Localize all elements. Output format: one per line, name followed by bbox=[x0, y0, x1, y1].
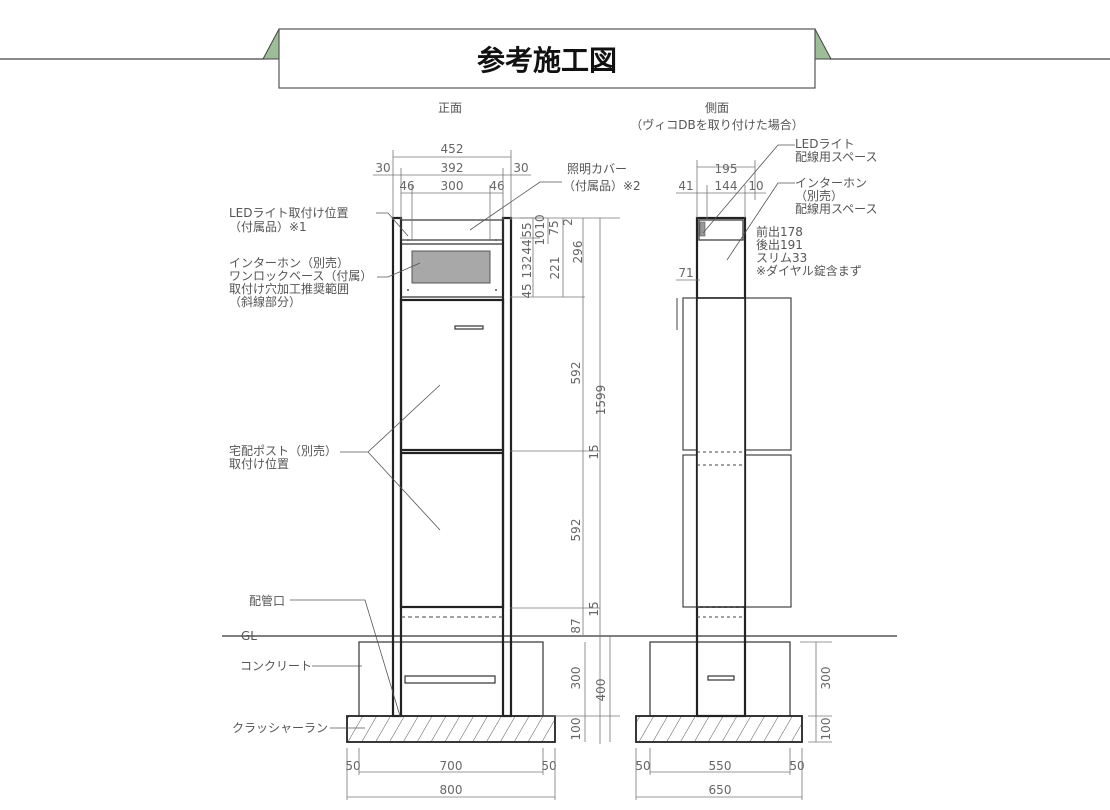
label-parcel-box-position: 取付け位置 bbox=[229, 456, 289, 471]
label-light-cover-note: （付属品）※2 bbox=[563, 179, 641, 193]
note-dial-lock: ※ダイヤル錠含まず bbox=[756, 263, 862, 278]
label-led-wiring-space: 配線用スペース bbox=[795, 149, 878, 164]
label-intercom-sold-separately: （別売） bbox=[795, 188, 843, 203]
dim-300: 300 bbox=[441, 179, 464, 193]
label-led-position-note: （付属品）※1 bbox=[229, 220, 307, 234]
side-dim-50-right: 50 bbox=[789, 759, 804, 773]
dim-30-left: 30 bbox=[375, 161, 390, 175]
dim-195: 195 bbox=[715, 162, 738, 176]
front-heading: 正面 bbox=[438, 101, 462, 115]
dim-300: 300 bbox=[569, 667, 583, 690]
dim-15-upper: 15 bbox=[587, 444, 601, 459]
dim-132: 132 bbox=[520, 256, 534, 279]
dim-296: 296 bbox=[571, 241, 585, 264]
left-post bbox=[391, 216, 403, 718]
side-crusher-run-base bbox=[635, 715, 803, 743]
dim-592-lower: 592 bbox=[569, 519, 583, 542]
dim-392: 392 bbox=[441, 161, 464, 175]
dim-221: 221 bbox=[548, 257, 562, 280]
dim-10: 10 bbox=[748, 179, 763, 193]
front-view bbox=[346, 216, 556, 743]
parcel-box-upper bbox=[399, 298, 505, 452]
front-labels: LEDライト取付け位置 （付属品）※1 照明カバー （付属品）※2 インターホン… bbox=[229, 162, 641, 735]
dim-100: 100 bbox=[569, 718, 583, 741]
parcel-box-lower bbox=[399, 451, 505, 609]
note-front-178: 前出178 bbox=[756, 224, 803, 239]
front-dims-bottom: 50 700 50 800 bbox=[345, 748, 557, 800]
dim-50-left: 50 bbox=[345, 759, 360, 773]
dim-15-lower: 15 bbox=[587, 601, 601, 616]
dim-45: 45 bbox=[520, 283, 534, 298]
dim-2: 2 bbox=[561, 218, 575, 226]
side-dims: 195 41 144 10 71 300 100 50 550 50 650 bbox=[635, 160, 833, 800]
side-heading: 側面 bbox=[705, 101, 729, 115]
note-rear-191: 後出191 bbox=[756, 238, 803, 252]
dim-592-upper: 592 bbox=[569, 362, 583, 385]
intercom-area bbox=[411, 250, 491, 284]
side-subheading: （ヴィコDBを取り付けた場合） bbox=[630, 117, 803, 132]
label-parcel-box: 宅配ポスト（別売） bbox=[229, 443, 337, 458]
dim-41: 41 bbox=[678, 179, 693, 193]
front-dims-top: 452 30 392 30 46 300 46 bbox=[373, 142, 531, 240]
concrete-block bbox=[358, 641, 544, 717]
label-pipe-inlet: 配管口 bbox=[249, 593, 285, 608]
side-dim-300: 300 bbox=[819, 667, 833, 690]
label-concrete: コンクリート bbox=[240, 659, 312, 673]
label-base: ワンロックベース（付属） bbox=[229, 269, 372, 283]
title-banner: 参考施工図 bbox=[0, 28, 1110, 89]
side-view bbox=[635, 216, 803, 743]
dim-71: 71 bbox=[678, 266, 693, 280]
banner-accent-right bbox=[814, 28, 832, 60]
label-led-wiring: LEDライト bbox=[795, 137, 855, 151]
banner-accent-left bbox=[262, 28, 280, 60]
label-hatched: （斜線部分） bbox=[229, 294, 301, 309]
side-pipe-inlet bbox=[707, 675, 735, 681]
label-crusher-run: クラッシャーラン bbox=[232, 721, 328, 735]
label-light-cover: 照明カバー bbox=[567, 162, 627, 176]
right-post bbox=[501, 216, 513, 718]
label-intercom: インターホン（別売） bbox=[229, 255, 349, 270]
dim-50-right: 50 bbox=[541, 759, 556, 773]
dim-400: 400 bbox=[594, 679, 608, 702]
dim-550: 550 bbox=[709, 759, 732, 773]
dim-700: 700 bbox=[440, 759, 463, 773]
side-dim-50-left: 50 bbox=[635, 759, 650, 773]
note-slim-33: スリム33 bbox=[756, 251, 807, 265]
dim-87: 87 bbox=[569, 618, 583, 633]
label-intercom-wiring-space: 配線用スペース bbox=[795, 201, 878, 216]
dim-144: 144 bbox=[715, 179, 738, 193]
front-dims-right: 2 10 10 55 44 75 132 221 296 45 592 1599… bbox=[510, 214, 620, 744]
label-gl: GL bbox=[241, 629, 257, 643]
dim-650: 650 bbox=[709, 783, 732, 797]
side-labels: LEDライト 配線用スペース インターホン （別売） 配線用スペース 前出178… bbox=[702, 137, 878, 278]
page-title: 参考施工図 bbox=[477, 44, 617, 77]
dim-30-right: 30 bbox=[513, 161, 528, 175]
dim-800: 800 bbox=[440, 783, 463, 797]
label-intercom-wiring: インターホン bbox=[795, 176, 867, 190]
dim-44: 44 bbox=[520, 239, 534, 254]
dim-46-left: 46 bbox=[399, 179, 414, 193]
crusher-run-base bbox=[346, 715, 556, 743]
dim-452: 452 bbox=[441, 142, 464, 156]
dim-75: 75 bbox=[547, 220, 561, 235]
dim-1599: 1599 bbox=[594, 385, 608, 416]
dim-10a: 10 bbox=[533, 214, 547, 229]
label-led-position: LEDライト取付け位置 bbox=[229, 205, 349, 220]
dim-55: 55 bbox=[520, 222, 534, 237]
dim-10b: 10 bbox=[533, 230, 547, 245]
light-cover bbox=[400, 219, 504, 241]
side-dim-100: 100 bbox=[819, 718, 833, 741]
label-drill-range: 取付け穴加工推奨範囲 bbox=[229, 281, 349, 296]
dim-46-right: 46 bbox=[489, 179, 504, 193]
side-concrete-block bbox=[649, 641, 791, 717]
pipe-inlet bbox=[404, 675, 496, 684]
